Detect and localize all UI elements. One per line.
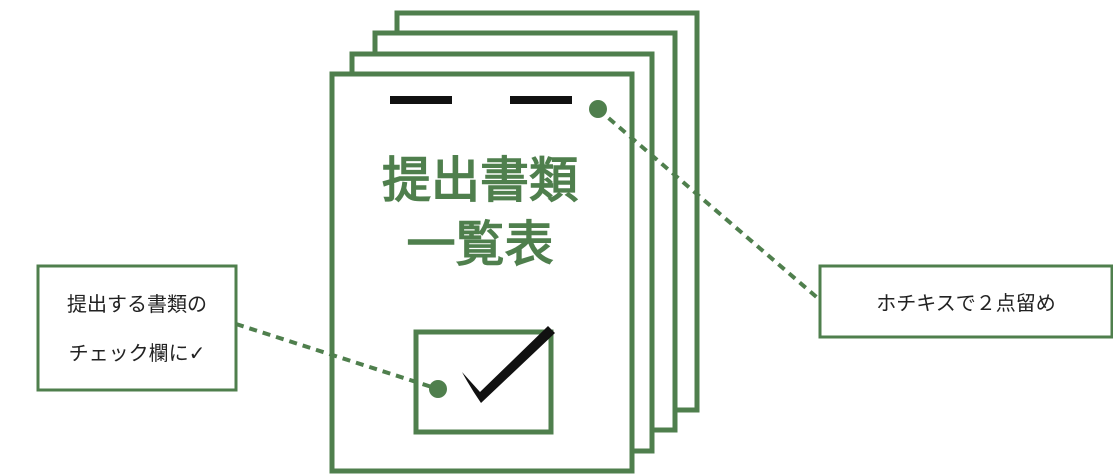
right-callout-text: ホチキスで２点留め — [876, 291, 1055, 315]
right-callout-box — [818, 264, 1113, 339]
document-title-line-2: 一覧表 — [406, 216, 553, 273]
left-callout-line-1: 提出する書類の — [67, 292, 207, 316]
dot-marker-icon — [589, 100, 607, 118]
staple-group — [390, 96, 572, 104]
document-title-line-1: 提出書類 — [382, 152, 579, 209]
check-icon — [462, 326, 555, 403]
left-callout-line-2: チェック欄に✓ — [69, 341, 206, 365]
left-callout-box — [36, 264, 238, 392]
left-callout: 提出する書類の チェック欄に✓ — [36, 264, 238, 392]
staple-icon — [510, 96, 572, 104]
left-callout-connector — [235, 322, 439, 391]
right-callout-connector — [596, 107, 822, 302]
staple-icon — [390, 96, 452, 104]
dot-marker-icon — [429, 380, 447, 398]
right-callout: ホチキスで２点留め — [818, 264, 1113, 339]
